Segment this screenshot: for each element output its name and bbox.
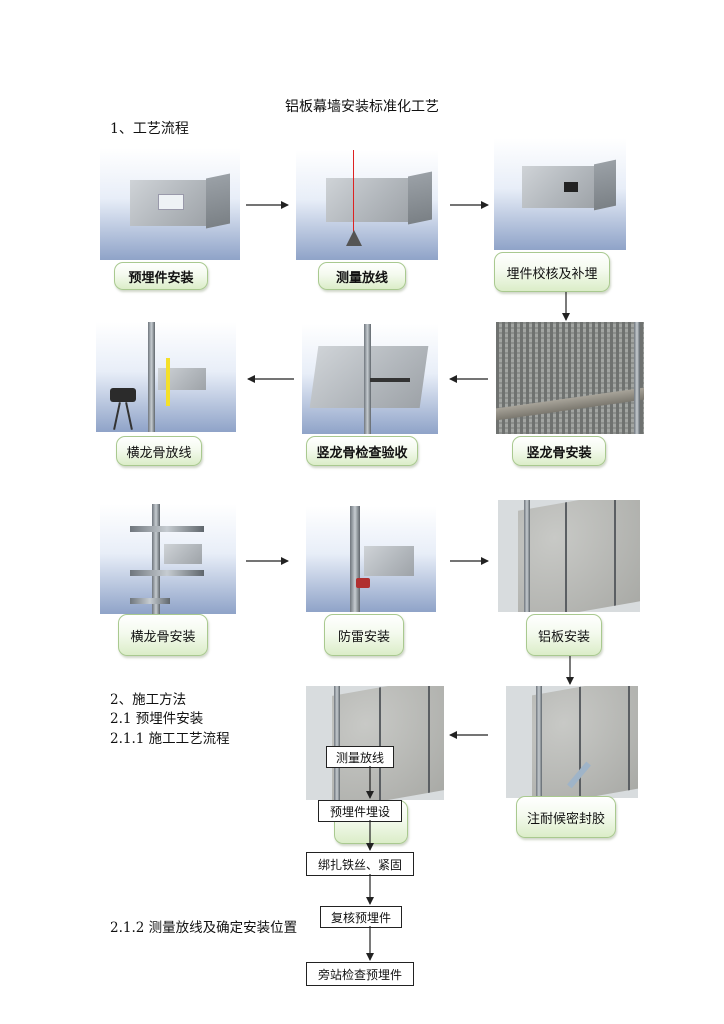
step-image-panel-install [498, 500, 640, 612]
step-image-horizontal-setout [96, 322, 236, 432]
section-heading-process-flow: 2.1.1 施工工艺流程 [110, 731, 230, 747]
step-image-lightning [306, 506, 436, 612]
flow-box-embed: 预埋件埋设 [318, 800, 402, 822]
step-image-survey [296, 150, 438, 260]
flow-box-survey: 测量放线 [326, 746, 394, 768]
section-heading-embed: 2.1 预埋件安装 [110, 711, 204, 727]
theodolite-icon [110, 388, 136, 402]
level-marker [166, 358, 170, 406]
step-pill-survey: 测量放线 [318, 262, 406, 290]
flow-box-site-inspect: 旁站检查预埋件 [306, 962, 414, 986]
step-image-embed-check [494, 138, 626, 250]
step-pill-embed-check: 埋件校核及补埋 [494, 252, 610, 292]
step-pill-embed-install: 预埋件安装 [114, 262, 208, 290]
step-image-embed-install [100, 148, 240, 260]
step-image-sealant [506, 686, 638, 798]
step-pill-vertical-install: 竖龙骨安装 [512, 436, 606, 466]
step-pill-horizontal-setout: 横龙骨放线 [116, 436, 202, 466]
step-pill-lightning: 防雷安装 [324, 614, 404, 656]
document-title: 铝板幕墙安装标准化工艺 [285, 99, 439, 115]
step-pill-panel-install: 铝板安装 [526, 614, 602, 656]
section-heading-process: 1、工艺流程 [110, 121, 189, 137]
step-image-vertical-install [496, 322, 644, 434]
section-heading-method: 2、施工方法 [110, 692, 187, 708]
step-pill-sealant: 注耐候密封胶 [516, 796, 616, 838]
step-pill-horizontal-install: 横龙骨安装 [118, 614, 208, 656]
flow-box-recheck: 复核预埋件 [320, 906, 402, 928]
ground-clip [356, 578, 370, 588]
embed-plate-icon [564, 182, 578, 192]
flow-box-tie-wire: 绑扎铁丝、紧固 [306, 852, 414, 876]
section-heading-survey: 2.1.2 测量放线及确定安装位置 [110, 920, 298, 936]
step-image-sealant-detail [306, 686, 444, 800]
bracket [370, 378, 410, 382]
step-image-horizontal-install [100, 504, 236, 614]
step-pill-vertical-inspect: 竖龙骨检查验收 [306, 436, 418, 466]
step-image-vertical-inspect [302, 324, 438, 434]
plumb-line [353, 150, 354, 236]
